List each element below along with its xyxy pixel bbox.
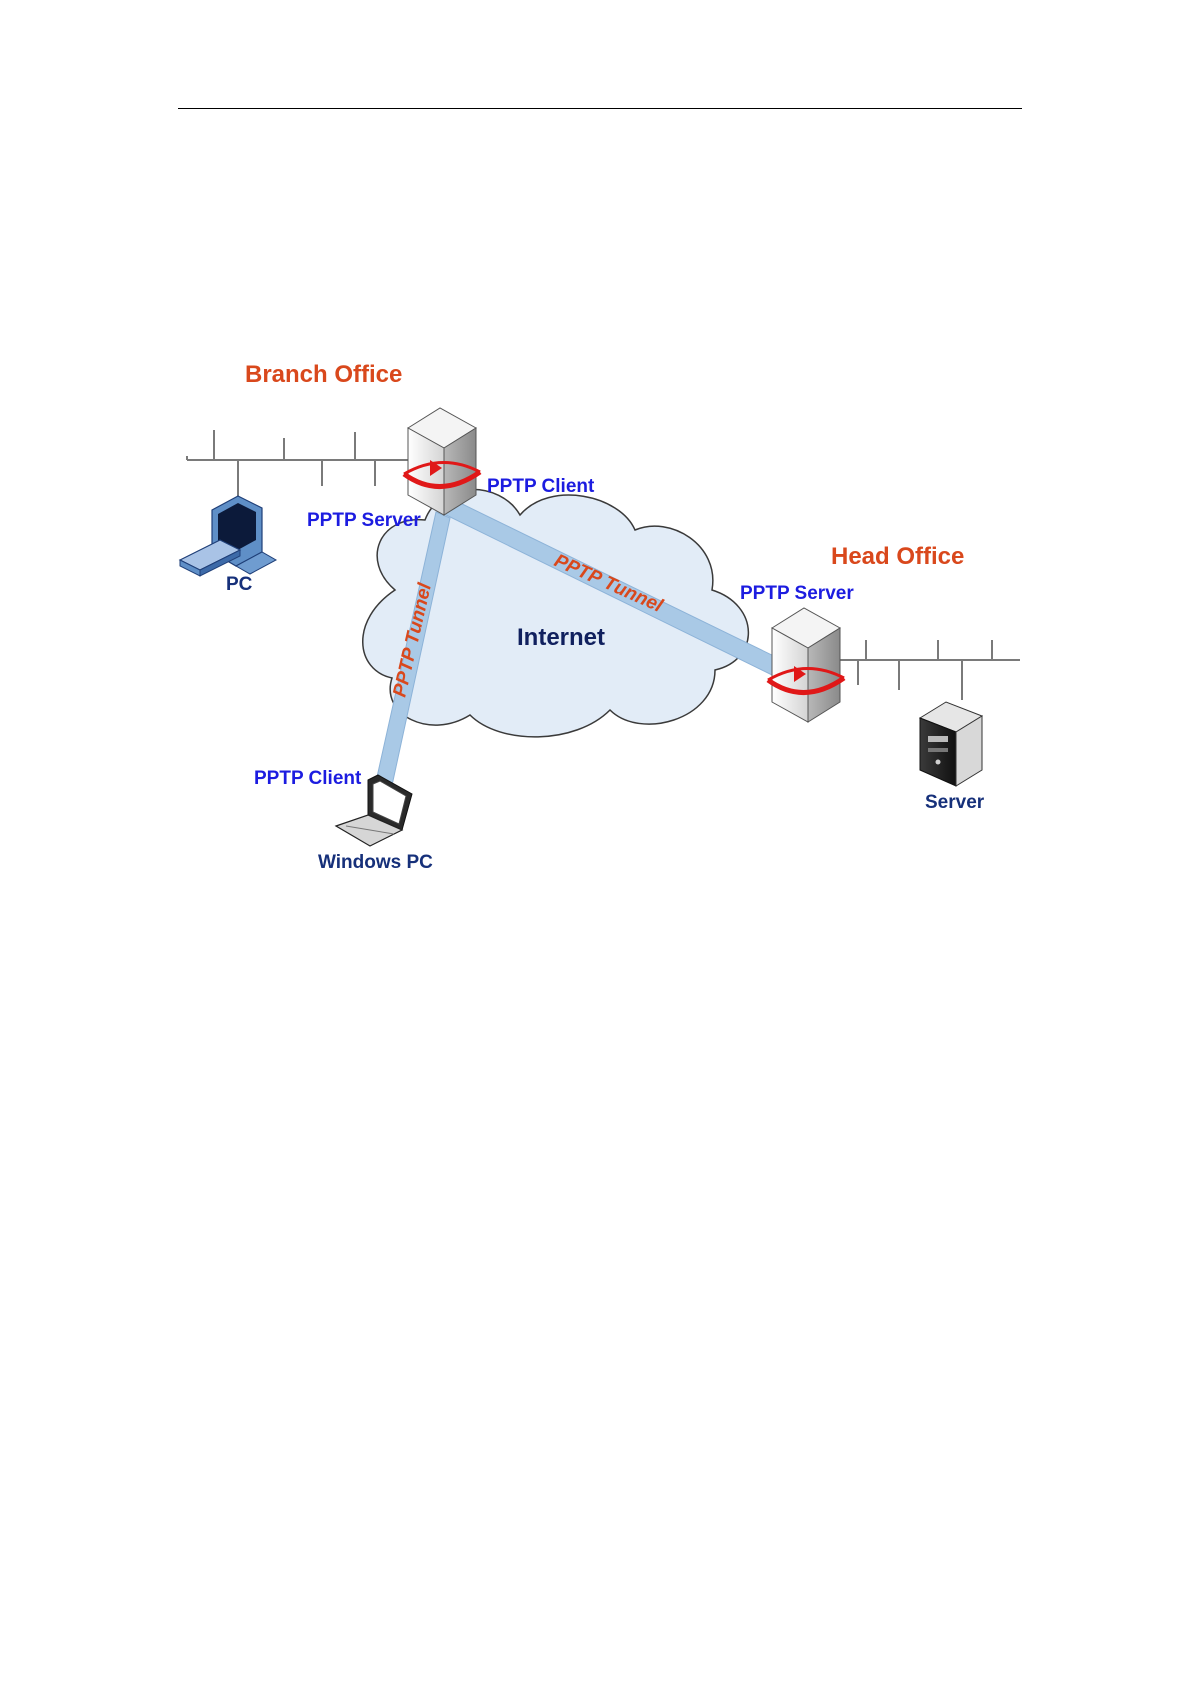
head-router-icon [768,608,844,722]
branch-router-server-label: PPTP Server [307,510,421,531]
tower-server-icon [920,702,982,786]
head-router-server-label: PPTP Server [740,583,854,604]
laptop-client-label: PPTP Client [254,768,362,789]
head-office-label: Head Office [831,543,964,570]
server-label: Server [925,792,985,813]
windows-pc-label: Windows PC [318,852,433,873]
internet-label: Internet [517,624,605,651]
branch-router-icon [404,408,480,515]
desktop-pc-icon [180,496,276,576]
branch-router-client-label: PPTP Client [487,476,595,497]
head-lan-bus [840,640,1020,700]
pc-label: PC [226,574,253,595]
branch-lan-bus [187,430,418,505]
branch-office-label: Branch Office [245,361,402,388]
